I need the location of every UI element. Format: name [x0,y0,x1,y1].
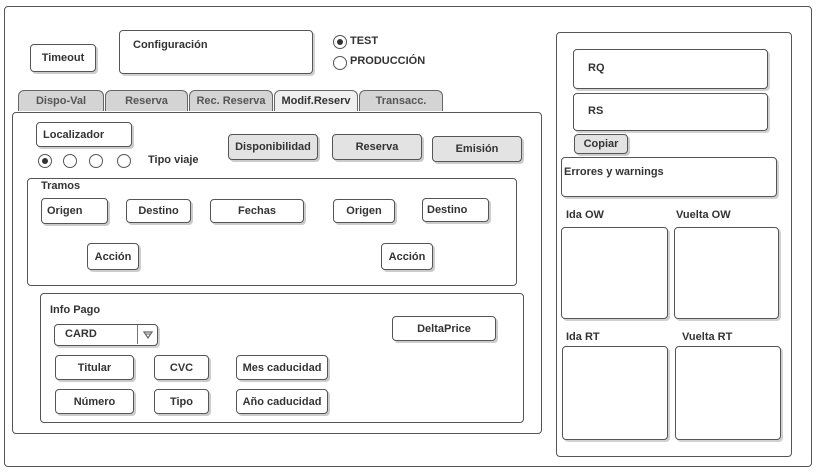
origen-field-1[interactable]: Origen [41,198,108,224]
rq-box[interactable]: RQ [573,49,768,89]
info-pago-group [40,293,524,423]
chevron-down-icon [137,325,157,344]
origen-field-2[interactable]: Origen [333,199,395,223]
vuelta-ow-label: Vuelta OW [676,209,731,221]
vuelta-rt-box[interactable] [675,346,781,440]
numero-field[interactable]: Número [55,389,134,414]
fechas-field[interactable]: Fechas [210,199,304,223]
rs-box[interactable]: RS [573,93,768,131]
copiar-button[interactable]: Copiar [574,134,628,154]
window-frame [4,6,812,467]
mes-caducidad-field[interactable]: Mes caducidad [236,355,328,380]
tipo-viaje-radio-4[interactable] [117,154,131,168]
ida-rt-label: Ida RT [566,331,600,343]
rq-label: RQ [588,62,605,74]
delta-price-button[interactable]: DeltaPrice [392,316,496,341]
destino-field-2[interactable]: Destino [422,198,489,222]
destino-field-1[interactable]: Destino [126,199,191,223]
config-box[interactable]: Configuración [119,30,313,74]
ida-ow-box[interactable] [561,227,668,319]
tipo-viaje-radio-1[interactable] [38,154,52,168]
rs-label: RS [588,105,604,117]
tramos-title: Tramos [41,180,81,192]
tipo-field[interactable]: Tipo [154,389,209,414]
accion-button-2[interactable]: Acción [381,243,433,270]
main-panel [12,112,542,434]
tab-transacc[interactable]: Transacc. [359,90,443,111]
tab-rec-reserva[interactable]: Rec. Reserva [189,90,273,111]
side-panel [556,32,792,457]
info-pago-title: Info Pago [50,304,101,316]
tipo-viaje-radio-2[interactable] [63,154,77,168]
tab-reserva[interactable]: Reserva [105,90,188,111]
accion-button-1[interactable]: Acción [87,243,139,270]
vuelta-rt-label: Vuelta RT [682,331,733,343]
ida-rt-box[interactable] [562,346,668,440]
localizador-field[interactable]: Localizador [36,122,132,147]
disponibilidad-button[interactable]: Disponibilidad [228,134,318,160]
config-label: Configuración [133,39,208,51]
ida-ow-label: Ida OW [566,209,604,221]
tipo-viaje-label: Tipo viaje [148,154,199,166]
emision-button[interactable]: Emisión [432,136,522,162]
card-select-value: CARD [65,328,97,340]
timeout-button[interactable]: Timeout [30,44,96,72]
vuelta-ow-box[interactable] [674,227,779,319]
reserva-button[interactable]: Reserva [332,134,422,160]
errores-label: Errores y warnings [564,166,664,178]
tab-dispo-val[interactable]: Dispo-Val [18,90,104,111]
cvc-field[interactable]: CVC [154,355,209,380]
env-radio-produccion[interactable] [333,56,347,70]
env-label-test: TEST [350,35,379,47]
env-label-produccion: PRODUCCIÓN [350,55,426,67]
tab-modif-reserv[interactable]: Modif.Reserv [274,90,358,111]
titular-field[interactable]: Titular [55,355,134,380]
tipo-viaje-radio-3[interactable] [89,154,103,168]
errores-box[interactable]: Errores y warnings [561,157,777,197]
env-radio-test[interactable] [333,35,347,49]
card-select[interactable]: CARD [54,324,158,346]
anio-caducidad-field[interactable]: Año caducidad [236,389,328,414]
tramos-group [27,178,517,286]
